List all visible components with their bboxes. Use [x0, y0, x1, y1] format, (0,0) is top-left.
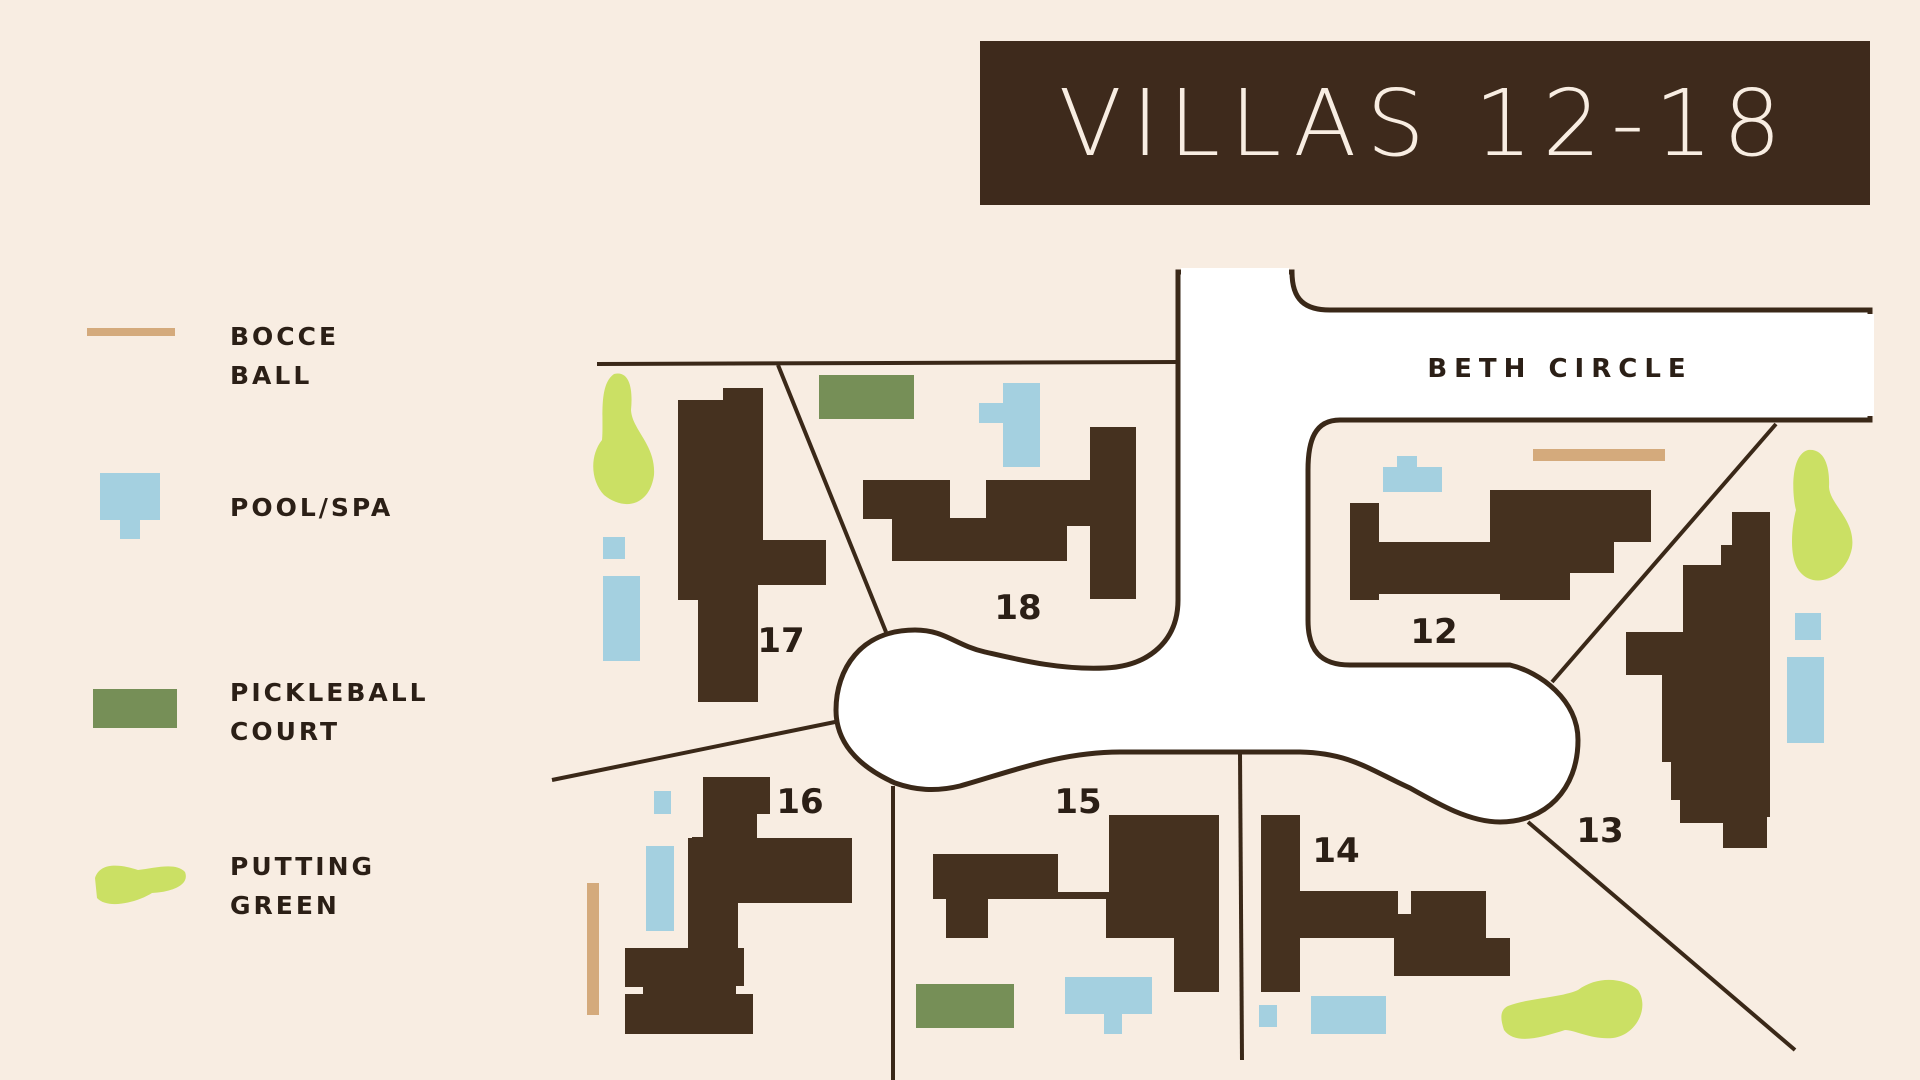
lot-line: [776, 364, 888, 633]
lot-labels: 12 13 14 15 16 17 18: [757, 588, 1623, 871]
lot-line: [1550, 422, 1778, 684]
road-open-end: [1866, 314, 1874, 416]
villa-building-12[interactable]: [1350, 490, 1651, 600]
villa-label-16: 16: [776, 782, 823, 822]
villa-label-15: 15: [1054, 782, 1101, 822]
villa-building-13[interactable]: [1626, 512, 1770, 848]
villa-label-12: 12: [1410, 612, 1457, 652]
pickleball-court: [819, 375, 914, 419]
lot-line: [596, 360, 1179, 366]
pool-spa: [1259, 1005, 1277, 1027]
bocce-court: [587, 883, 599, 1015]
villa-building-17[interactable]: [678, 388, 826, 702]
pool-spa-icon: [100, 473, 160, 539]
buildings: [625, 388, 1770, 1034]
pickleball-court-icon: [93, 689, 177, 728]
legend-label-pickleball-court: PICKLEBALL COURT: [230, 678, 429, 746]
villa-building-15[interactable]: [933, 815, 1219, 992]
villa-label-18: 18: [994, 588, 1041, 628]
pool-spa: [1311, 996, 1386, 1034]
page-title: VILLAS 12-18: [1058, 69, 1792, 177]
villa-building-16[interactable]: [625, 777, 852, 1034]
pool-spa: [1795, 613, 1821, 640]
villa-building-14[interactable]: [1261, 815, 1510, 992]
lot-line: [1526, 820, 1797, 1052]
villa-building-18[interactable]: [863, 427, 1136, 599]
villa-label-14: 14: [1312, 831, 1359, 871]
pool-spa: [1383, 467, 1442, 492]
putting-green: [1792, 449, 1853, 581]
pool-spa: [979, 383, 1040, 467]
road-layer: [833, 268, 1874, 825]
legend-label-bocce-ball: BOCCE BALL: [230, 322, 340, 390]
villa-label-13: 13: [1576, 811, 1623, 851]
pool-spa: [603, 537, 625, 559]
title-banner: VILLAS 12-18: [980, 41, 1870, 205]
legend-label-putting-green: PUTTING GREEN: [230, 852, 376, 920]
lot-line: [1238, 752, 1244, 1061]
road-cul-de-sac: [833, 269, 1873, 825]
pickleball-court: [916, 984, 1014, 1028]
pool-spa: [1787, 657, 1824, 743]
legend-label-pool-spa: POOL/SPA: [230, 493, 394, 522]
putting-green: [593, 373, 655, 505]
lot-line: [551, 720, 836, 782]
putting-green-icon: [95, 865, 186, 905]
road-open-end: [1181, 268, 1289, 278]
pool-spa: [1065, 977, 1152, 1034]
road-label-beth-circle: BETH CIRCLE: [1427, 354, 1692, 384]
bocce-ball-icon: [87, 328, 175, 336]
lot-lines: [551, 360, 1797, 1080]
pool-spa: [646, 846, 674, 931]
bocce-court: [1533, 449, 1665, 461]
amenities: [87, 328, 1853, 1039]
pool-spa: [603, 576, 640, 661]
putting-green: [1501, 979, 1643, 1039]
pool-spa: [654, 791, 671, 814]
villa-label-17: 17: [757, 621, 804, 661]
